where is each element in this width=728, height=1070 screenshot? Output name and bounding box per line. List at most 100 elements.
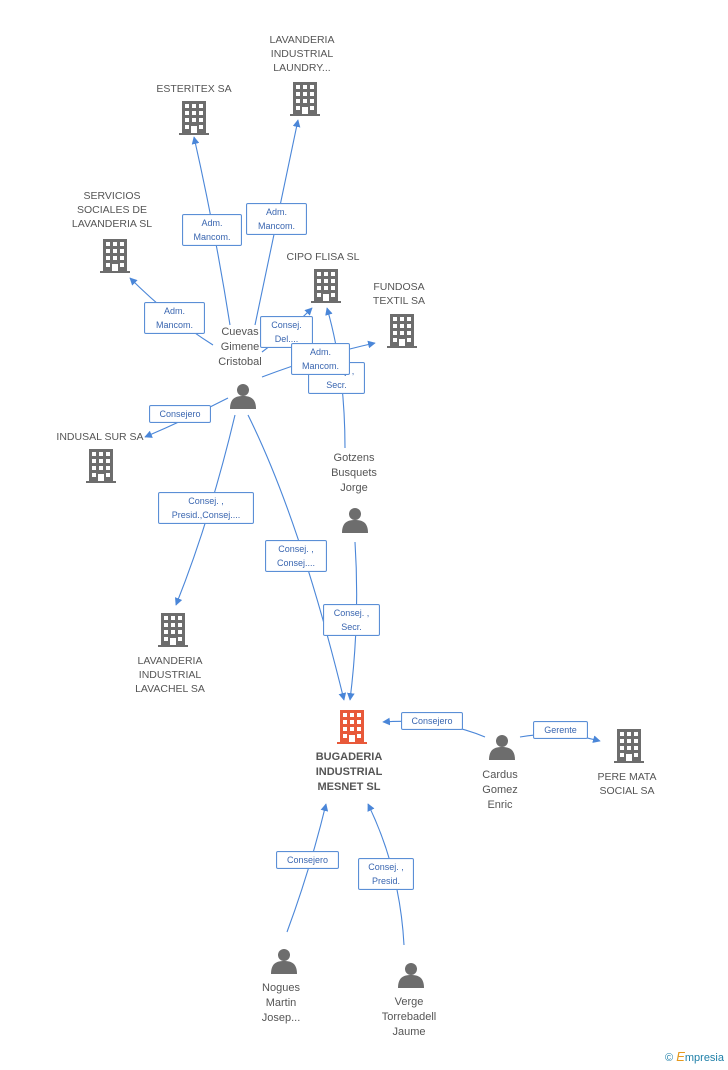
role-label[interactable]: Consejero <box>149 405 211 423</box>
person-label-nogues[interactable]: Nogues Martin Josep... <box>231 981 331 1026</box>
role-label[interactable]: Adm. Mancom. <box>291 343 350 375</box>
label-line: Mancom. <box>301 361 339 371</box>
label-line: Cristobal <box>218 356 262 368</box>
building-icon[interactable] <box>290 82 320 116</box>
label-line: Martin <box>265 997 297 1009</box>
role-label[interactable]: Gerente <box>533 721 588 739</box>
role-label[interactable]: Consej. , Presid. <box>358 858 414 890</box>
role-label[interactable]: Consej. , Consej.... <box>265 540 327 572</box>
label-line: TEXTIL SA <box>372 295 426 307</box>
building-icon[interactable] <box>387 314 417 348</box>
label-line: Cardus <box>482 769 518 781</box>
label-line: Nogues <box>262 982 300 994</box>
label-line: Consej. , <box>368 862 404 872</box>
person-icon[interactable] <box>342 508 368 533</box>
label-line: Gomez <box>482 784 518 796</box>
label-line: LAVANDERIA <box>137 655 203 667</box>
label-line: Jaume <box>392 1026 426 1038</box>
building-icon[interactable] <box>179 101 209 135</box>
label-line: INDUSTRIAL <box>138 669 202 681</box>
label-line: INDUSAL SUR SA <box>56 431 144 443</box>
label-line: Consejero <box>159 409 201 419</box>
person-icon[interactable] <box>271 949 297 974</box>
label-line: Del.... <box>274 334 299 344</box>
label-line: Presid. <box>371 876 400 886</box>
label-line: INDUSTRIAL <box>315 766 383 778</box>
person-icon[interactable] <box>230 384 256 409</box>
person-label-cardus[interactable]: Cardus Gomez Enric <box>450 768 550 813</box>
label-line: Enric <box>487 799 513 811</box>
label-line: LAUNDRY... <box>273 62 331 74</box>
label-line: SERVICIOS <box>83 190 141 202</box>
label-line: Cuevas <box>221 326 259 338</box>
brand-logo-initial: E <box>676 1049 685 1064</box>
company-label-bugaderia[interactable]: BUGADERIA INDUSTRIAL MESNET SL <box>289 750 409 795</box>
building-icon[interactable] <box>614 729 644 763</box>
role-label[interactable]: Adm. Mancom. <box>144 302 205 334</box>
label-line: Gimene <box>220 341 260 353</box>
role-label[interactable]: Consejero <box>401 712 463 730</box>
label-line: Jorge <box>340 482 368 494</box>
label-line: Consej. , <box>333 608 370 618</box>
person-label-gotzens[interactable]: Gotzens Busquets Jorge <box>304 451 404 496</box>
label-line: MESNET SL <box>317 781 381 793</box>
role-label[interactable]: Consejero <box>276 851 339 869</box>
person-label-verge[interactable]: Verge Torrebadell Jaume <box>359 995 459 1040</box>
label-line: Josep... <box>261 1012 301 1024</box>
label-line: LAVANDERIA <box>269 34 335 46</box>
company-label-fundosa[interactable]: FUNDOSA TEXTIL SA <box>339 280 459 308</box>
label-line: Consej. , <box>188 496 224 506</box>
label-line: Presid.,Consej.... <box>171 510 241 520</box>
building-icon[interactable] <box>311 269 341 303</box>
label-line: Adm. <box>201 218 223 228</box>
company-label-esteritex[interactable]: ESTERITEX SA <box>134 82 254 96</box>
label-line: Secr. <box>326 380 347 390</box>
label-line: INDUSTRIAL <box>270 48 334 60</box>
label-line: ESTERITEX SA <box>156 83 232 95</box>
company-label-peremata[interactable]: PERE MATA SOCIAL SA <box>567 770 687 798</box>
building-icon[interactable] <box>337 710 367 744</box>
label-line: LAVACHEL SA <box>135 683 205 695</box>
person-icon[interactable] <box>398 963 424 988</box>
label-line: Adm. <box>163 306 185 316</box>
company-label-lav-laundry[interactable]: LAVANDERIA INDUSTRIAL LAUNDRY... <box>242 33 362 75</box>
role-label[interactable]: Consej. , Secr. <box>323 604 380 636</box>
label-line: Busquets <box>331 467 377 479</box>
label-line: Verge <box>394 996 424 1008</box>
label-line: FUNDOSA <box>373 281 425 293</box>
role-label[interactable]: Consej. Del.... <box>260 316 313 348</box>
building-icon[interactable] <box>100 239 130 273</box>
copyright-icon: © <box>665 1052 674 1064</box>
label-line: Consej.... <box>276 558 316 568</box>
building-icon[interactable] <box>86 449 116 483</box>
label-line: Torrebadell <box>381 1011 437 1023</box>
role-label[interactable]: Adm. Mancom. <box>246 203 307 235</box>
label-line: Consej. , <box>278 544 314 554</box>
company-label-servicios[interactable]: SERVICIOS SOCIALES DE LAVANDERIA SL <box>52 189 172 231</box>
brand-footer[interactable]: © Empresia <box>665 1049 724 1064</box>
label-line: Adm. <box>265 207 287 217</box>
company-label-indusal[interactable]: INDUSAL SUR SA <box>40 430 160 444</box>
company-label-cipo[interactable]: CIPO FLISA SL <box>263 250 383 264</box>
label-line: SOCIAL SA <box>599 785 655 797</box>
role-label[interactable]: Adm. Mancom. <box>182 214 242 246</box>
company-label-lavachel[interactable]: LAVANDERIA INDUSTRIAL LAVACHEL SA <box>110 654 230 696</box>
role-label[interactable]: Consej. , Presid.,Consej.... <box>158 492 254 524</box>
main-company-icon <box>337 710 367 744</box>
label-line: SOCIALES DE <box>76 204 148 216</box>
label-line: CIPO FLISA SL <box>286 251 360 263</box>
brand-name: mpresia <box>684 1052 724 1064</box>
label-line: Adm. <box>309 347 331 357</box>
label-line: Mancom. <box>155 320 193 330</box>
person-icon[interactable] <box>489 735 515 760</box>
edge-nogues-bugaderia <box>286 803 329 933</box>
label-line: Gerente <box>544 725 577 735</box>
person-label-cuevas[interactable]: Cuevas Gimene Cristobal <box>190 325 290 370</box>
label-line: Secr. <box>341 622 362 632</box>
edge-cuevas-bugaderia <box>247 414 347 701</box>
label-line: Consej. <box>271 320 302 330</box>
building-icon[interactable] <box>158 613 188 647</box>
label-line: Consejero <box>286 855 329 865</box>
label-line: LAVANDERIA SL <box>71 218 153 230</box>
